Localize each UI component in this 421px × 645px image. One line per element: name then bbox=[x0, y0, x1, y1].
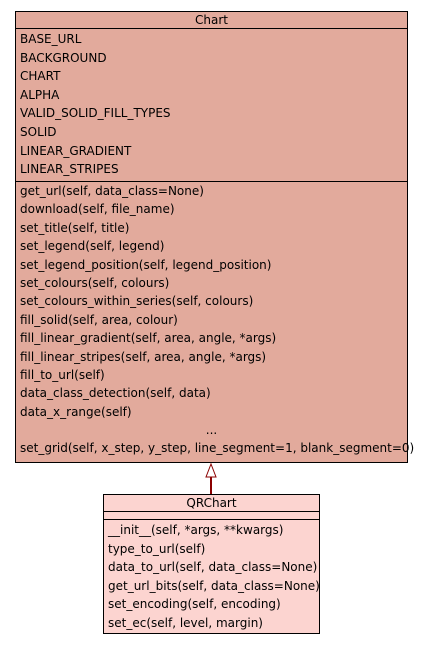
method: data_to_url(self, data_class=None) bbox=[108, 560, 318, 575]
method: set_ec(self, level, margin) bbox=[108, 615, 263, 630]
method: set_colours(self, colours) bbox=[20, 275, 170, 290]
method: fill_linear_stripes(self, area, angle, *… bbox=[20, 349, 267, 364]
attribute: CHART bbox=[20, 69, 61, 84]
class-box-qrchart[interactable]: QRChart __init__(self, *args, **kwargs) … bbox=[103, 494, 320, 634]
class-name-qrchart: QRChart bbox=[104, 495, 319, 512]
attribute: LINEAR_STRIPES bbox=[20, 162, 119, 177]
methods-section-chart: get_url(self, data_class=None) download(… bbox=[16, 182, 415, 458]
class-name-chart: Chart bbox=[16, 12, 407, 29]
method: set_legend(self, legend) bbox=[20, 239, 165, 254]
method: fill_linear_gradient(self, area, angle, … bbox=[20, 331, 277, 346]
generalization-arrowhead bbox=[205, 462, 217, 478]
attribute: LINEAR_GRADIENT bbox=[20, 143, 132, 158]
attributes-section-qrchart bbox=[104, 512, 319, 520]
method: data_x_range(self) bbox=[20, 404, 132, 419]
methods-section-qrchart: __init__(self, *args, **kwargs) type_to_… bbox=[104, 520, 320, 633]
method: download(self, file_name) bbox=[20, 202, 175, 217]
method-ellipsis: ... bbox=[205, 423, 218, 438]
attribute: SOLID bbox=[20, 124, 57, 139]
method: set_legend_position(self, legend_positio… bbox=[20, 257, 272, 272]
attributes-section-chart: BASE_URL BACKGROUND CHART ALPHA VALID_SO… bbox=[16, 29, 407, 182]
attribute: BASE_URL bbox=[20, 32, 82, 46]
method: set_encoding(self, encoding) bbox=[108, 597, 281, 612]
method: set_title(self, title) bbox=[20, 220, 130, 235]
method: set_colours_within_series(self, colours) bbox=[20, 294, 254, 309]
attribute: ALPHA bbox=[20, 87, 60, 102]
method: type_to_url(self) bbox=[108, 541, 206, 556]
method: get_url(self, data_class=None) bbox=[20, 184, 204, 198]
method: data_class_detection(self, data) bbox=[20, 386, 211, 401]
method: set_grid(self, x_step, y_step, line_segm… bbox=[20, 441, 415, 456]
attribute: BACKGROUND bbox=[20, 50, 107, 65]
class-box-chart[interactable]: Chart BASE_URL BACKGROUND CHART ALPHA VA… bbox=[15, 11, 415, 463]
attribute: VALID_SOLID_FILL_TYPES bbox=[20, 106, 171, 121]
method: __init__(self, *args, **kwargs) bbox=[108, 523, 284, 537]
method: fill_to_url(self) bbox=[20, 367, 105, 382]
method: get_url_bits(self, data_class=None) bbox=[108, 578, 320, 593]
method: fill_solid(self, area, colour) bbox=[20, 312, 178, 327]
